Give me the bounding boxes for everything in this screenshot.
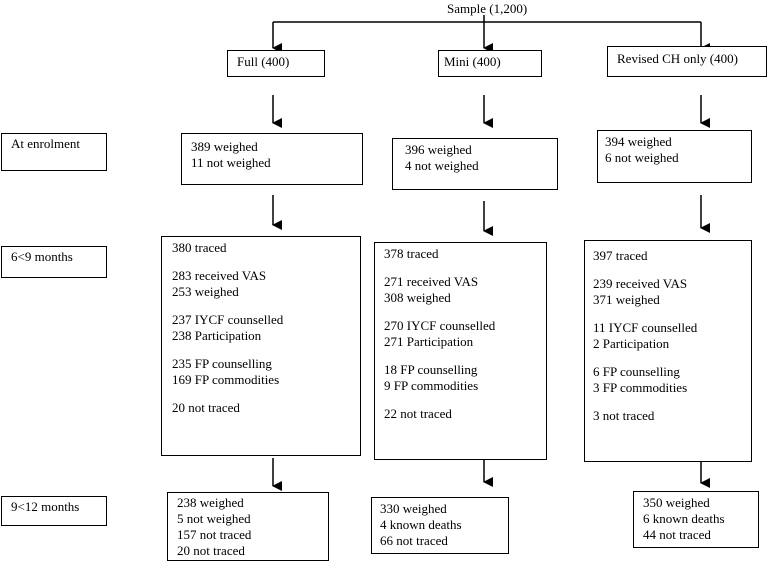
m9-12-revised-not-traced: 44 not traced <box>643 527 711 542</box>
m6-9-mini-not-traced: 22 not traced <box>384 406 452 421</box>
m6-9-mini-iycf: 270 IYCF counselled <box>384 318 496 333</box>
m6-9-revised-fp-counselling: 6 FP counselling <box>593 364 680 379</box>
m9-12-full-weighed: 238 weighed <box>177 495 244 510</box>
m9-12-mini-box: 330 weighed 4 known deaths 66 not traced <box>371 497 509 554</box>
m6-9-full-participation: 238 Participation <box>172 328 262 343</box>
m9-12-full-box: 238 weighed 5 not weighed 157 not traced… <box>167 492 329 561</box>
stage-9-12-label: 9<12 months <box>11 499 80 514</box>
m6-9-mini-box: 378 traced 271 received VAS 308 weighed … <box>374 242 547 460</box>
m9-12-mini-not-traced: 66 not traced <box>380 533 448 548</box>
m6-9-revised-traced: 397 traced <box>593 248 648 263</box>
m9-12-revised-box: 350 weighed 6 known deaths 44 not traced <box>633 491 759 548</box>
enrolment-mini-box: 396 weighed 4 not weighed <box>392 138 558 190</box>
m6-9-revised-iycf: 11 IYCF counselled <box>593 320 698 335</box>
m6-9-full-fp-counselling: 235 FP counselling <box>172 356 272 371</box>
m6-9-mini-vas: 271 received VAS <box>384 274 479 289</box>
enrolment-full-box: 389 weighed 11 not weighed <box>181 133 363 185</box>
enrolment-full-weighed: 389 weighed <box>191 139 258 154</box>
m6-9-full-fp-commodities: 169 FP commodities <box>172 372 280 387</box>
m6-9-revised-box: 397 traced 239 received VAS 371 weighed … <box>584 240 752 462</box>
m9-12-revised-weighed: 350 weighed <box>643 495 710 510</box>
m6-9-revised-fp-commodities: 3 FP commodities <box>593 380 688 395</box>
stage-9-12-box: 9<12 months <box>1 496 107 526</box>
enrolment-revised-weighed: 394 weighed <box>605 134 672 149</box>
m6-9-mini-participation: 271 Participation <box>384 334 474 349</box>
m9-12-full-not-weighed: 5 not weighed <box>177 511 251 526</box>
stage-6-9-box: 6<9 months <box>1 246 107 278</box>
m6-9-revised-vas: 239 received VAS <box>593 276 688 291</box>
arm-mini-box: Mini (400) <box>438 50 542 77</box>
stage-enrolment-label: At enrolment <box>11 136 80 151</box>
m6-9-mini-weighed: 308 weighed <box>384 290 451 305</box>
arm-revised-label: Revised CH only (400) <box>617 51 738 66</box>
m6-9-full-not-traced: 20 not traced <box>172 400 240 415</box>
m6-9-mini-fp-counselling: 18 FP counselling <box>384 362 478 377</box>
m6-9-full-traced: 380 traced <box>172 240 227 255</box>
m6-9-revised-participation: 2 Participation <box>593 336 670 351</box>
enrolment-revised-box: 394 weighed 6 not weighed <box>597 130 752 183</box>
m6-9-revised-not-traced: 3 not traced <box>593 408 655 423</box>
stage-enrolment-box: At enrolment <box>1 133 107 171</box>
enrolment-full-not-weighed: 11 not weighed <box>191 155 271 170</box>
m6-9-mini-fp-commodities: 9 FP commodities <box>384 378 479 393</box>
m6-9-full-vas: 283 received VAS <box>172 268 267 283</box>
m9-12-full-not-traced-157: 157 not traced <box>177 527 252 542</box>
arm-revised-box: Revised CH only (400) <box>607 46 767 77</box>
m9-12-mini-known-deaths: 4 known deaths <box>380 517 462 532</box>
arm-full-box: Full (400) <box>227 50 325 77</box>
arm-full-label: Full (400) <box>237 54 290 69</box>
m6-9-revised-weighed: 371 weighed <box>593 292 660 307</box>
enrolment-mini-not-weighed: 4 not weighed <box>405 158 479 173</box>
m6-9-full-weighed: 253 weighed <box>172 284 239 299</box>
stage-6-9-label: 6<9 months <box>11 249 73 264</box>
m6-9-full-iycf: 237 IYCF counselled <box>172 312 284 327</box>
enrolment-mini-weighed: 396 weighed <box>405 142 472 157</box>
m9-12-revised-known-deaths: 6 known deaths <box>643 511 725 526</box>
enrolment-revised-not-weighed: 6 not weighed <box>605 150 679 165</box>
m9-12-mini-weighed: 330 weighed <box>380 501 447 516</box>
m9-12-full-not-traced-20: 20 not traced <box>177 543 245 558</box>
sample-label: Sample (1,200) <box>447 1 528 16</box>
arm-mini-label: Mini (400) <box>444 54 501 69</box>
m6-9-mini-traced: 378 traced <box>384 246 439 261</box>
m6-9-full-box: 380 traced 283 received VAS 253 weighed … <box>161 236 361 456</box>
